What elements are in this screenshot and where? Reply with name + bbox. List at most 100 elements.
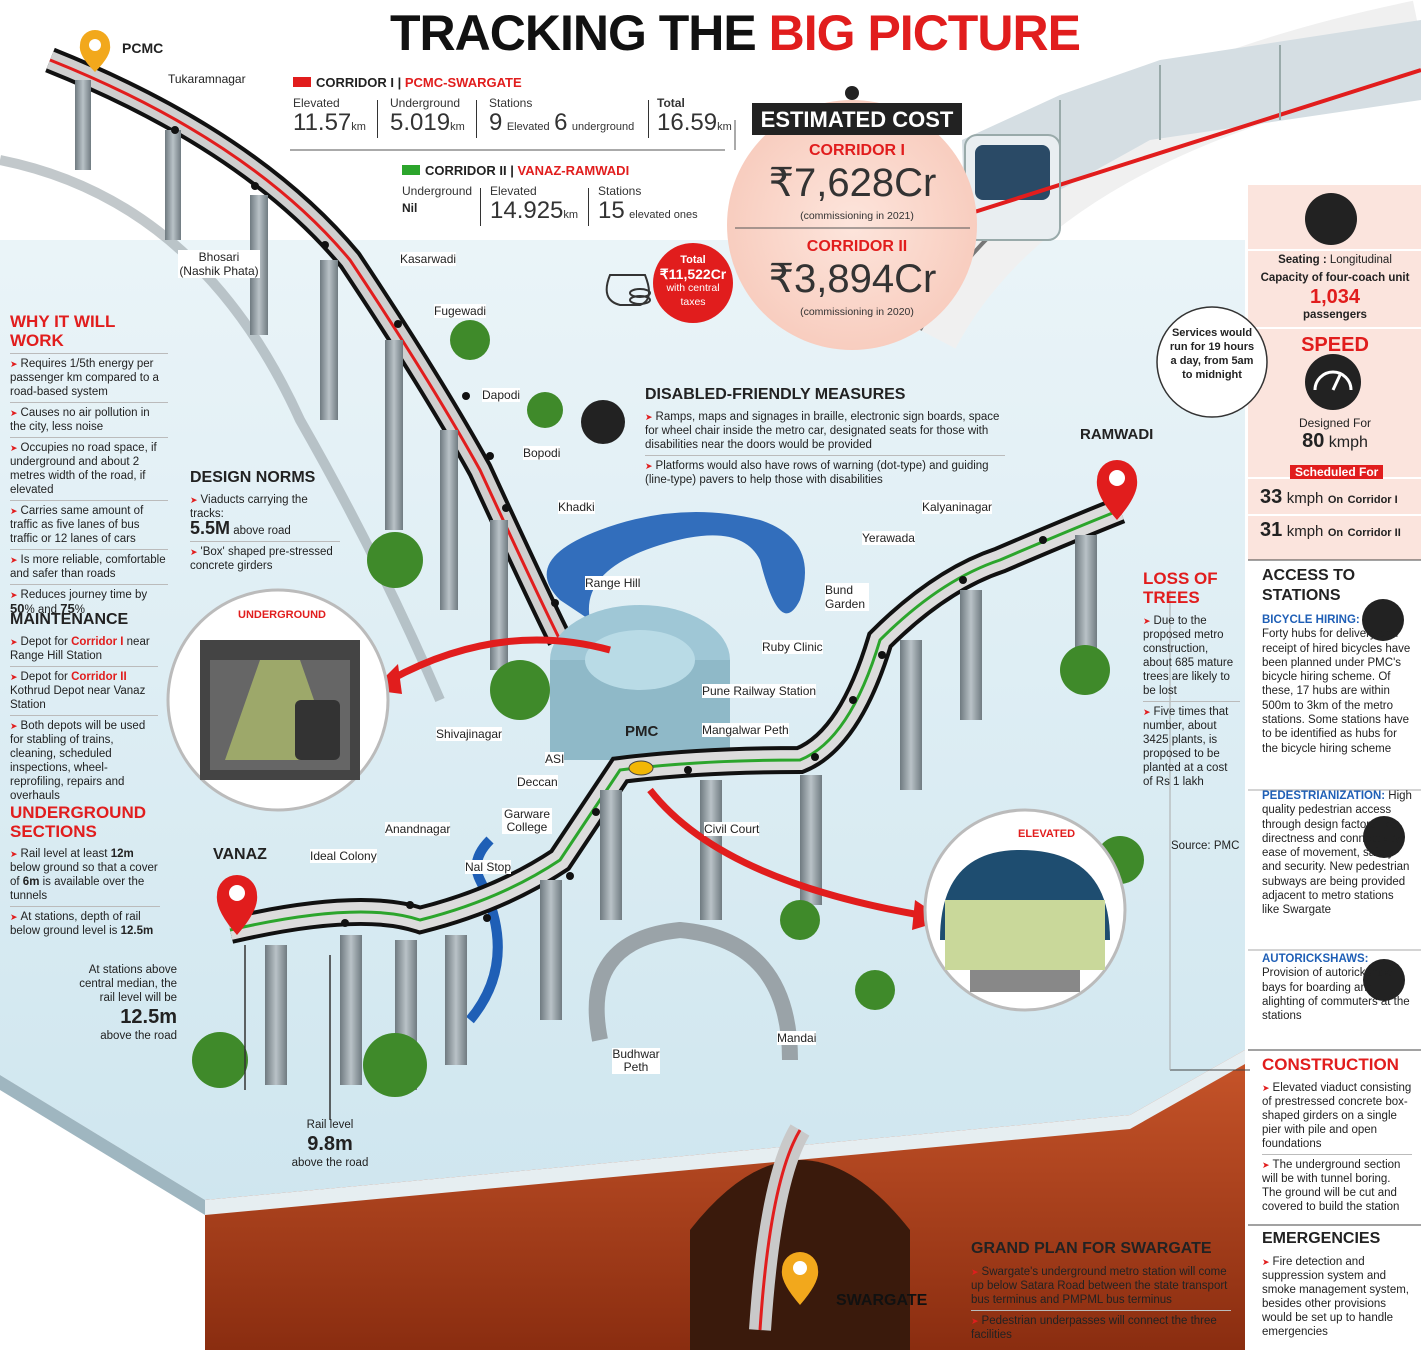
construction-item: ➤Elevated viaduct consisting of prestres…	[1262, 1082, 1412, 1150]
c1-underground-label: Underground	[390, 96, 461, 110]
ground-edge-front	[205, 1050, 1245, 1215]
corridor1-total: Total 16.59km	[657, 96, 732, 136]
swargate-plan-item: ➤Swargate's underground metro station wi…	[971, 1266, 1228, 1306]
construction-heading: CONSTRUCTION	[1262, 1055, 1399, 1074]
c1-underground-value: 5.019	[390, 109, 451, 136]
design-section: DESIGN NORMS ➤Viaducts carrying the trac…	[190, 468, 340, 573]
station-asi: ASI	[545, 752, 565, 766]
station-vanaz: VANAZ	[213, 846, 267, 863]
disabled-item: ➤Ramps, maps and signages in braille, el…	[645, 411, 1000, 451]
c2-stations-text: elevated ones	[629, 209, 698, 221]
why-item: ➤Requires 1/5th energy per passenger km …	[10, 353, 168, 399]
c2-elevated-unit: km	[563, 209, 579, 221]
scheduled-c1: 33 kmph On Corridor I	[1260, 486, 1398, 508]
station-ramwadi: RAMWADI	[1080, 426, 1154, 443]
pin-pcmc	[79, 30, 111, 72]
corridor1-label: CORRIDOR I	[316, 75, 394, 90]
emergencies-section: EMERGENCIES ➤Fire detection and suppress…	[1262, 1229, 1412, 1339]
construction-section: CONSTRUCTION ➤Elevated viaduct consistin…	[1262, 1055, 1412, 1214]
cost-c1-value: ₹7,628Cr	[768, 161, 937, 205]
emergencies-heading: EMERGENCIES	[1262, 1230, 1381, 1247]
c1-underground-unit: km	[450, 121, 465, 133]
trees-item: ➤Five times that number, about 3425 plan…	[1143, 701, 1240, 789]
c1-elevated-value: 11.57	[293, 109, 352, 136]
station-ideal: Ideal Colony	[310, 849, 377, 863]
pin-ramwadi	[1096, 460, 1138, 520]
arrow-underground	[388, 636, 611, 684]
river	[546, 512, 805, 620]
station-anandnagar: Anandnagar	[385, 822, 451, 836]
station-fugewadi: Fugewadi	[434, 304, 487, 318]
station-range-hill: Range Hill	[585, 576, 641, 590]
speed-heading: SPEED	[1301, 334, 1369, 356]
station-pcmc: PCMC	[122, 40, 164, 56]
corridor1-elevated: Elevated 11.57km	[293, 96, 366, 136]
autorickshaw-icon	[1363, 959, 1405, 1001]
access-autorickshaw: AUTORICKSHAWS:Provision of autorickshaw …	[1262, 953, 1410, 1023]
total-cost-badge	[653, 243, 733, 323]
corridor1-swatch	[293, 77, 311, 87]
level-rail: Rail level 9.8m above the road	[291, 1119, 369, 1169]
title-part2: BIG PICTURE	[768, 5, 1081, 61]
cost-c1-label: CORRIDOR I	[809, 142, 905, 159]
station-dots	[171, 126, 1047, 927]
cost-total-value: ₹11,522Cr	[659, 266, 727, 282]
bicycle-icon	[1362, 599, 1404, 641]
seating: Seating : Longitudinal	[1278, 254, 1392, 266]
station-budhwar: Budhwar Peth	[612, 1047, 660, 1074]
c1-stations-elev-value: 9	[489, 109, 503, 136]
station-tukaramnagar: Tukaramnagar	[168, 72, 246, 86]
inset-underground-label: UNDERGROUND	[238, 609, 326, 621]
underground-item: ➤At stations, depth of rail below ground…	[10, 906, 160, 938]
why-item: ➤Is more reliable, comfortable and safer…	[10, 549, 168, 581]
corridor1-underground: Underground 5.019km	[390, 96, 465, 136]
station-mangalwar: Mangalwar Peth	[702, 723, 789, 737]
page-title: TRACKING THE BIG PICTURE	[390, 5, 1081, 61]
maintenance-item: ➤Depot for Corridor I near Range Hill St…	[10, 636, 150, 662]
speedometer-icon	[1305, 354, 1361, 410]
station-ruby: Ruby Clinic	[762, 640, 823, 654]
c2-elevated-value: 14.925	[490, 197, 564, 224]
corridor2-header: CORRIDOR II | VANAZ-RAMWADI	[402, 163, 629, 178]
station-khadki: Khadki	[558, 500, 595, 514]
cost-total: Total ₹11,522Cr with central taxes	[655, 253, 731, 309]
pin-vanaz	[216, 875, 258, 935]
pmc-station-marker	[628, 760, 654, 776]
corridor1-header: CORRIDOR I | PCMC-SWARGATE	[293, 75, 522, 90]
road-loop	[588, 921, 798, 1061]
swargate-plan-section: GRAND PLAN FOR SWARGATE ➤Swargate's unde…	[971, 1239, 1231, 1342]
money-bag-icon	[605, 274, 651, 306]
underground-heading: UNDERGROUND SECTIONS	[10, 803, 146, 841]
station-mandai: Mandai	[777, 1031, 817, 1045]
why-heading: WHY IT WILL WORK	[10, 312, 116, 350]
disabled-heading: DISABLED-FRIENDLY MEASURES	[645, 386, 906, 403]
cost-c2-note: (commissioning in 2020)	[800, 306, 914, 318]
c1-total-value: 16.59	[657, 109, 718, 136]
level-above-median: At stations above central median, the ra…	[79, 964, 177, 1042]
corridor2-elevated: Elevated 14.925km	[490, 184, 578, 224]
corridor2-underground: Underground Nil	[402, 184, 472, 215]
cost-c2-label: CORRIDOR II	[806, 238, 908, 255]
c1-stations-ug-text: underground	[571, 121, 635, 133]
why-item: ➤Occupies no road space, if underground …	[10, 437, 168, 497]
c2-underground-label: Underground	[402, 184, 473, 198]
c1-stations-label: Stations	[489, 96, 533, 110]
station-swargate: SWARGATE	[836, 1292, 928, 1309]
c2-underground-value: Nil	[402, 201, 418, 215]
disabled-item: ➤Platforms would also have rows of warni…	[645, 455, 1005, 487]
station-nalstop: Nal Stop	[465, 860, 512, 874]
station-bund: Bund Garden	[825, 583, 869, 611]
inset-elevated-label: ELEVATED	[1018, 828, 1076, 840]
station-bopodi: Bopodi	[523, 446, 561, 460]
wheelchair-badge	[581, 400, 625, 444]
maintenance-section: MAINTENANCE ➤Depot for Corridor I near R…	[10, 610, 158, 803]
design-heading: DESIGN NORMS	[190, 469, 316, 486]
cost-total-note: with central taxes	[666, 282, 720, 308]
design-item: ➤Viaducts carrying the tracks:5.5M above…	[190, 494, 308, 538]
corridor1-stations: Stations 9 Elevated 6 underground	[489, 96, 634, 136]
c2-stations-value: 15	[598, 197, 625, 224]
station-bhosari: Bhosari (Nashik Phata)	[178, 250, 260, 278]
ground-edge	[0, 1075, 205, 1215]
